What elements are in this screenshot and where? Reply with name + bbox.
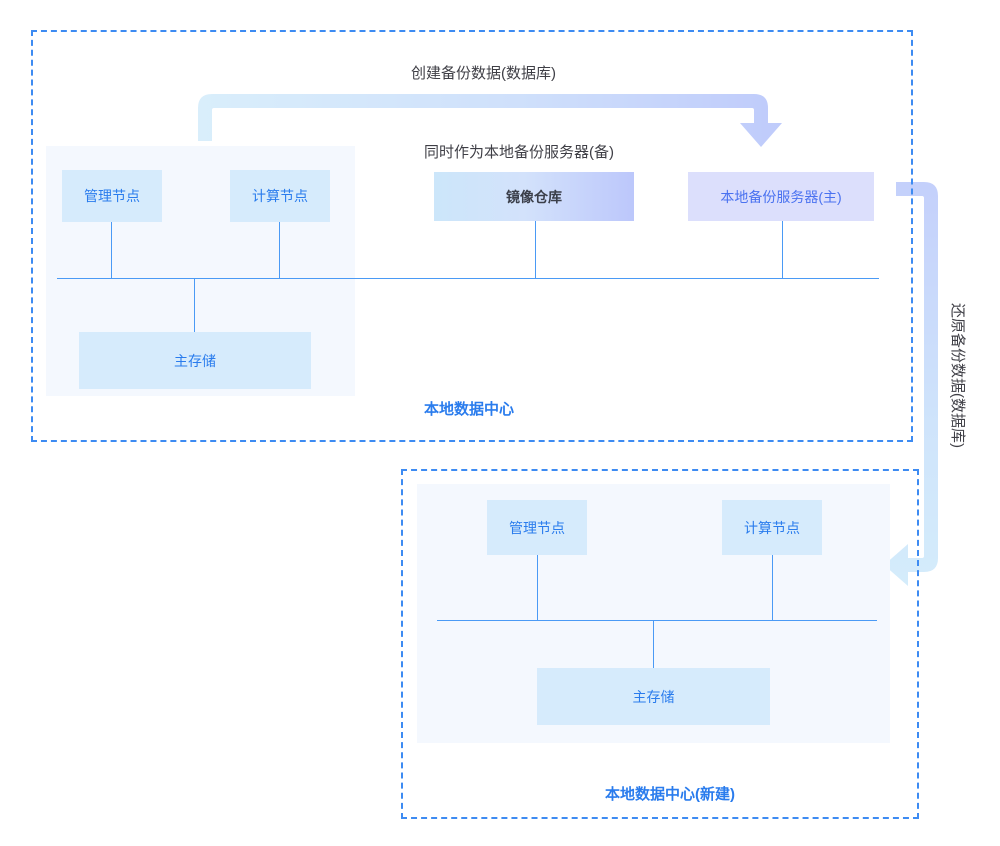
node-label: 镜像仓库 [506, 188, 562, 205]
connector-image-repo [535, 221, 536, 278]
region-new-datacenter [401, 469, 919, 819]
annotation-restore-backup: 还原备份数据(数据库) [949, 303, 966, 448]
node-label: 管理节点 [509, 519, 565, 536]
node-compute-node-new[interactable]: 计算节点 [722, 500, 822, 555]
node-label: 主存储 [174, 352, 216, 369]
region-primary-datacenter [31, 30, 913, 442]
node-label: 计算节点 [744, 519, 800, 536]
bus-line-new [437, 620, 877, 621]
node-primary-storage-new[interactable]: 主存储 [537, 668, 770, 725]
connector-mgmt-node-new [537, 555, 538, 620]
connector-primary-storage [194, 278, 195, 332]
node-primary-storage[interactable]: 主存储 [79, 332, 311, 389]
node-label: 本地备份服务器(主) [720, 188, 842, 205]
node-mgmt-node[interactable]: 管理节点 [62, 170, 162, 222]
connector-backup-server-primary [782, 221, 783, 278]
region-label-primary-datacenter: 本地数据中心 [423, 401, 514, 418]
node-image-repo[interactable]: 镜像仓库 [434, 172, 634, 221]
node-label: 计算节点 [252, 188, 308, 204]
connector-mgmt-node [111, 222, 112, 278]
connector-compute-node [279, 222, 280, 278]
bus-line-primary [57, 278, 879, 279]
node-backup-server-primary[interactable]: 本地备份服务器(主) [688, 172, 874, 221]
node-label: 主存储 [632, 688, 675, 705]
node-label: 管理节点 [84, 188, 140, 204]
connector-compute-node-new [772, 555, 773, 620]
annotation-create-backup: 创建备份数据(数据库) [411, 65, 556, 82]
connector-primary-storage-new [653, 620, 654, 668]
node-mgmt-node-new[interactable]: 管理节点 [487, 500, 587, 555]
node-compute-node[interactable]: 计算节点 [230, 170, 330, 222]
region-label-new-datacenter: 本地数据中心(新建) [605, 786, 735, 803]
annotation-also-backup-standby: 同时作为本地备份服务器(备) [424, 144, 614, 161]
